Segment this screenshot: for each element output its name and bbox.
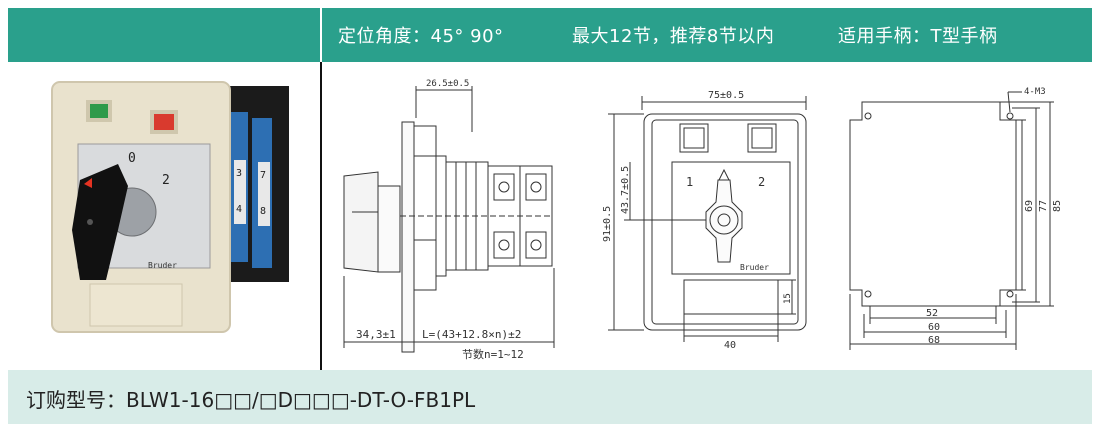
cutout-dimension-68: 68 bbox=[928, 335, 940, 346]
side-top-dimension: 26.5±0.5 bbox=[426, 79, 469, 89]
front-position-2: 2 bbox=[758, 175, 765, 189]
handle-type-spec: 适用手柄：T型手柄 bbox=[838, 26, 998, 47]
front-position-1: 1 bbox=[686, 175, 693, 189]
label-window bbox=[89, 283, 183, 327]
banner-divider bbox=[320, 8, 322, 62]
side-length-formula: L=(43+12.8×n)±2 bbox=[422, 328, 521, 341]
cam-label-4: 4 bbox=[236, 204, 242, 215]
cutout-dimension-77: 77 bbox=[1038, 200, 1049, 212]
product-photo: 3 7 4 8 0 2 Bruder bbox=[51, 81, 289, 333]
order-code-bar: 订购型号：BLW1-16□□/□D□□□-DT-O-FB1PL bbox=[8, 370, 1092, 424]
spec-banner: 定位角度：45° 90° 最大12节，推荐8节以内 适用手柄：T型手柄 bbox=[8, 8, 1092, 62]
cam-contact-1 bbox=[234, 160, 246, 224]
cutout-dimension-85: 85 bbox=[1052, 200, 1063, 212]
photo-divider bbox=[320, 62, 322, 370]
handle-indicator bbox=[84, 178, 92, 188]
cutout-dimension-69: 69 bbox=[1024, 200, 1035, 212]
order-code: 订购型号：BLW1-16□□/□D□□□-DT-O-FB1PL bbox=[26, 388, 476, 412]
section-count-note: 节数n=1~12 bbox=[462, 348, 524, 361]
red-lamp bbox=[154, 114, 174, 130]
position-0-label: 0 bbox=[128, 151, 136, 166]
cam-contact-2 bbox=[258, 162, 270, 226]
t-handle bbox=[72, 164, 128, 280]
label-width-dimension: 40 bbox=[724, 340, 736, 351]
front-center-dimension: 43.7±0.5 bbox=[620, 166, 631, 214]
cam-label-7: 7 bbox=[260, 170, 266, 181]
screw-hole-spec: 4-M3 bbox=[1024, 87, 1046, 97]
pointer-triangle-icon bbox=[718, 168, 730, 181]
label-height-dimension: 15 bbox=[783, 293, 793, 304]
green-lamp bbox=[90, 104, 108, 118]
handle-screw bbox=[87, 219, 93, 225]
side-view-drawing: 26.5±0.5 34,3±1 L=(43+12.8×n)±2 节数n=1~12 bbox=[343, 79, 555, 361]
cutout-dimension-60: 60 bbox=[928, 322, 940, 333]
cam-label-3: 3 bbox=[236, 168, 242, 179]
cutout-dimension-52: 52 bbox=[926, 308, 938, 319]
cam-label-8: 8 bbox=[260, 206, 266, 217]
front-brand-logo: Bruder bbox=[740, 263, 769, 272]
side-depth-dimension: 34,3±1 bbox=[356, 328, 396, 341]
panel-cutout-drawing: 4-M3 69 77 85 52 60 68 bbox=[849, 87, 1063, 350]
front-height-dimension: 91±0.5 bbox=[602, 206, 613, 242]
front-view-drawing: 75±0.5 91±0.5 43.7±0.5 1 2 Bruder 15 40 bbox=[602, 90, 807, 351]
front-width-dimension: 75±0.5 bbox=[708, 90, 744, 101]
positioning-angle-spec: 定位角度：45° 90° bbox=[338, 26, 504, 47]
brand-logo: Bruder bbox=[148, 261, 177, 270]
position-2-label: 2 bbox=[162, 173, 170, 188]
max-sections-spec: 最大12节，推荐8节以内 bbox=[572, 26, 775, 47]
